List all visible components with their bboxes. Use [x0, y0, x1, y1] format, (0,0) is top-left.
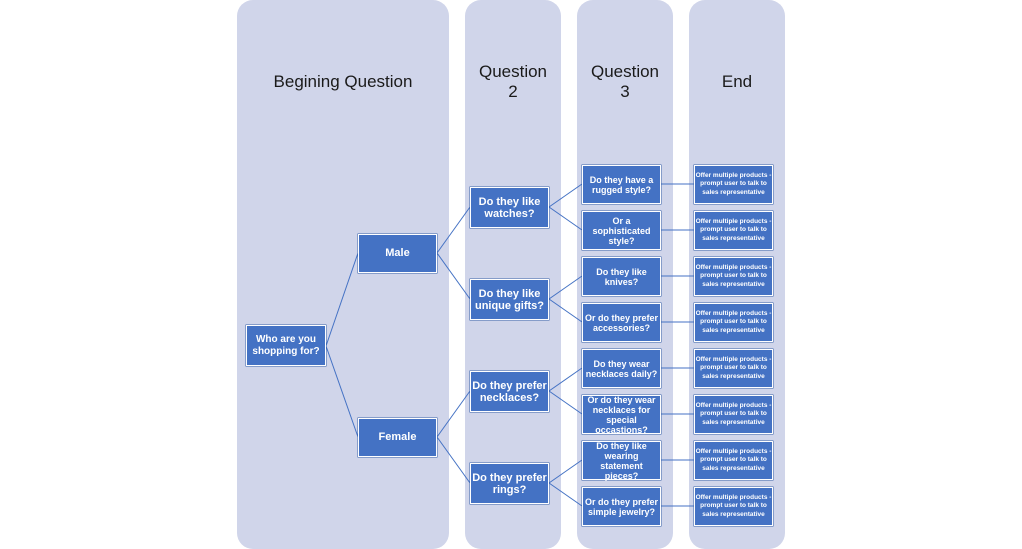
connector: [548, 482, 583, 507]
column-title: Question 3: [590, 62, 660, 101]
question3-node: Do they like wearing statement pieces?: [582, 441, 661, 481]
end-node: Offer multiple products - prompt user to…: [694, 487, 773, 526]
connector: [548, 459, 583, 484]
column-begining-question: Begining Question: [237, 0, 449, 549]
connector: [436, 436, 471, 484]
column-title: End: [721, 72, 753, 91]
connector: [548, 390, 583, 415]
question3-node: Or do they prefer simple jewelry?: [582, 487, 661, 526]
connector: [548, 367, 583, 392]
connector: [436, 252, 471, 300]
question3-node: Do they like knives?: [582, 257, 661, 296]
column-title: Begining Question: [273, 72, 413, 91]
end-node: Offer multiple products - prompt user to…: [694, 441, 773, 480]
end-node: Offer multiple products - prompt user to…: [694, 257, 773, 296]
question3-node: Or a sophisticated style?: [582, 211, 661, 250]
connector: [548, 183, 583, 208]
question2-node: Do they prefer necklaces?: [470, 371, 549, 412]
end-node: Offer multiple products - prompt user to…: [694, 395, 773, 434]
question2-node: Do they prefer rings?: [470, 463, 549, 504]
connector: [548, 298, 583, 323]
root-question-node: Who are you shopping for?: [246, 325, 326, 366]
column-question-2: Question 2: [465, 0, 561, 549]
end-node: Offer multiple products - prompt user to…: [694, 303, 773, 342]
question2-node: Do they like unique gifts?: [470, 279, 549, 320]
question3-node: Do they wear necklaces daily?: [582, 349, 661, 388]
connector: [548, 275, 583, 300]
connector: [548, 206, 583, 231]
column-title: Question 2: [478, 62, 548, 101]
male-node: Male: [358, 234, 437, 273]
question3-node: Or do they prefer accessories?: [582, 303, 661, 342]
connector: [325, 252, 359, 347]
connector: [436, 390, 471, 438]
end-node: Offer multiple products - prompt user to…: [694, 165, 773, 204]
end-node: Offer multiple products - prompt user to…: [694, 211, 773, 250]
question3-node: Do they have a rugged style?: [582, 165, 661, 204]
question3-node: Or do they wear necklaces for special oc…: [582, 395, 661, 435]
connector: [436, 206, 471, 254]
end-node: Offer multiple products - prompt user to…: [694, 349, 773, 388]
female-node: Female: [358, 418, 437, 457]
question2-node: Do they like watches?: [470, 187, 549, 228]
connector: [325, 345, 359, 438]
